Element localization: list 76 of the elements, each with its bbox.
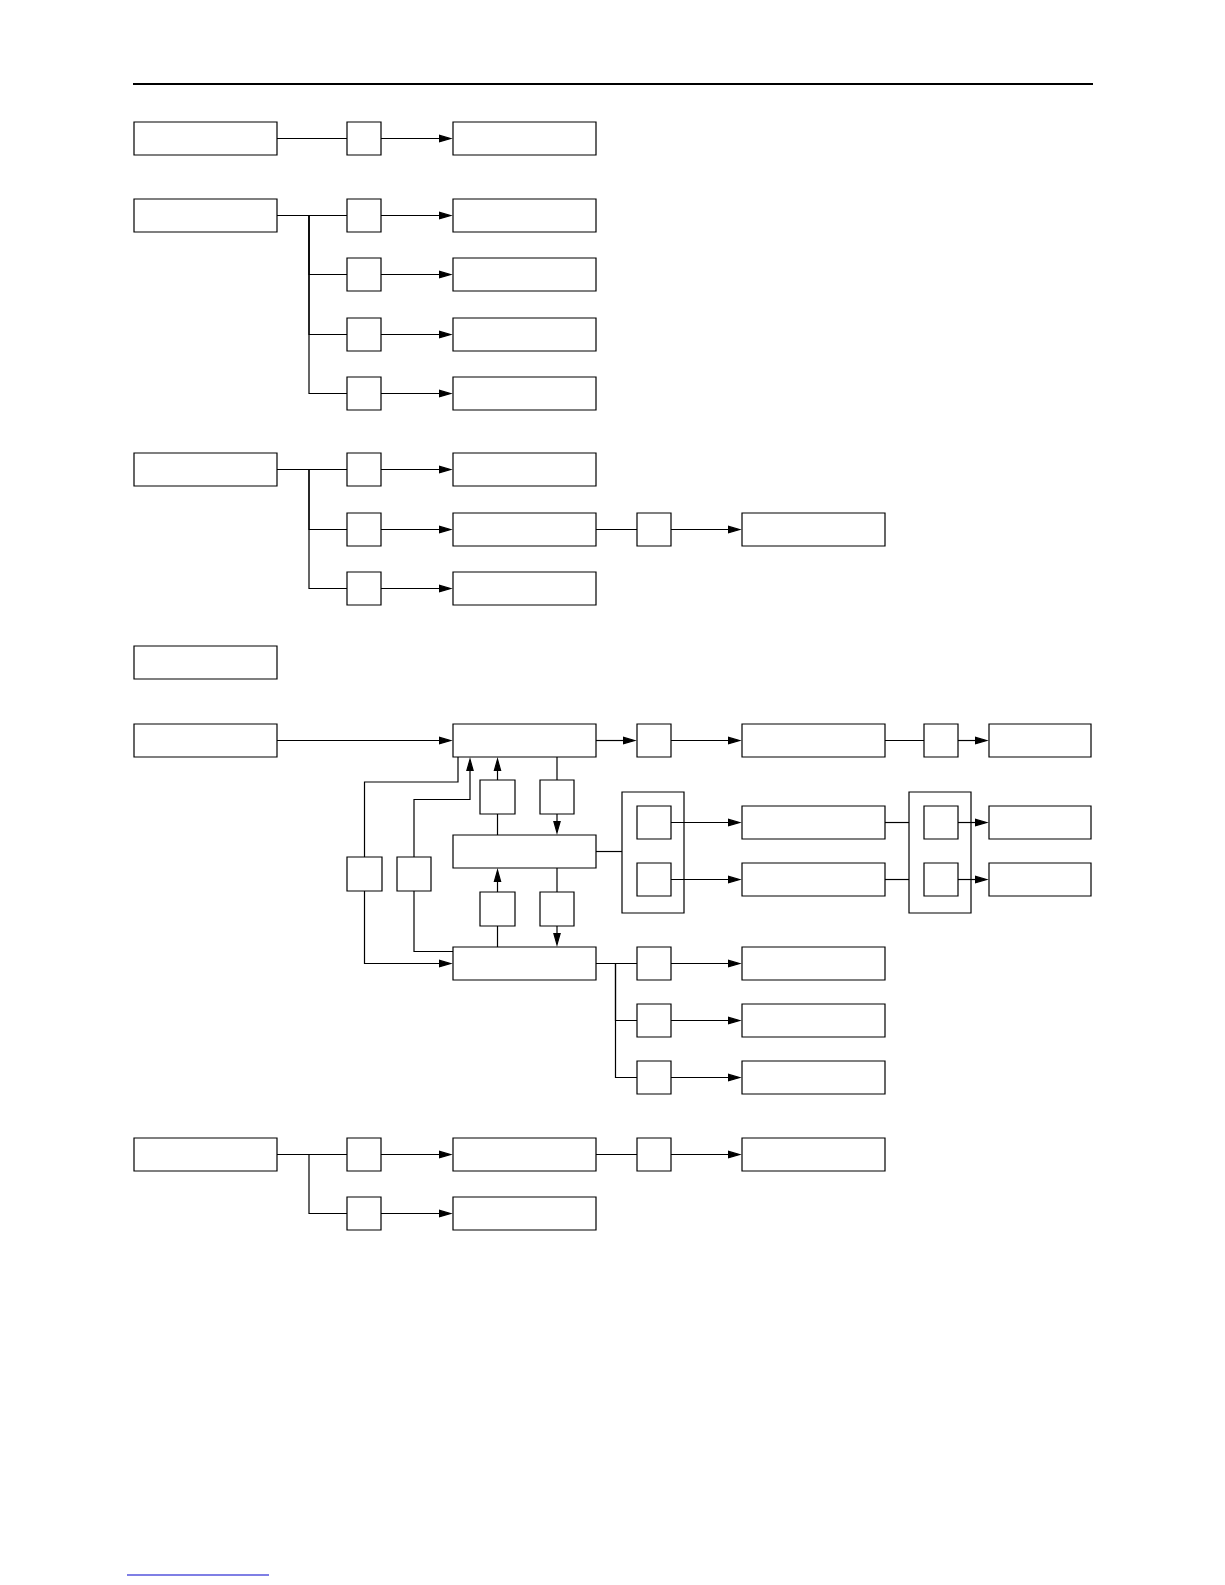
square-box (346, 317, 382, 352)
square-box (346, 198, 382, 233)
process-box (452, 1196, 597, 1231)
process-box (133, 121, 278, 156)
process-box (452, 198, 597, 233)
square-box (636, 1060, 672, 1095)
connector-line (595, 850, 623, 853)
square-box (346, 452, 382, 487)
connector-line (276, 1153, 348, 1215)
process-box (452, 317, 597, 352)
process-box (452, 376, 597, 411)
square-box (923, 723, 959, 758)
square-box (346, 121, 382, 156)
connector-line (884, 739, 925, 742)
square-box (636, 512, 672, 547)
square-box (636, 946, 672, 981)
square-box (346, 376, 382, 411)
connector-line (556, 867, 558, 893)
connector-line (413, 890, 454, 953)
process-box (133, 198, 278, 233)
process-box (452, 946, 597, 981)
square-box (346, 257, 382, 292)
square-box (346, 512, 382, 547)
square-box (636, 862, 672, 897)
process-box (452, 571, 597, 606)
process-box (988, 862, 1092, 897)
square-box (479, 779, 516, 815)
square-box (636, 1137, 672, 1172)
connector-line (595, 962, 638, 1079)
connector-line (276, 214, 348, 395)
connector-line (276, 468, 348, 590)
process-box (452, 452, 597, 487)
process-box (133, 645, 278, 680)
process-box (741, 1003, 886, 1038)
connector-line (496, 925, 499, 948)
process-box (741, 805, 886, 840)
process-box (452, 723, 597, 758)
process-box (133, 452, 278, 487)
square-box (346, 1196, 382, 1231)
process-box (452, 257, 597, 292)
square-box (346, 1137, 382, 1172)
group-frame (908, 791, 972, 914)
connector-line (595, 528, 638, 531)
group-frame (621, 791, 685, 914)
connector-line (884, 878, 910, 881)
square-box (923, 805, 959, 840)
process-box (452, 834, 597, 869)
square-box (346, 571, 382, 606)
process-box (741, 723, 886, 758)
square-box (539, 779, 575, 815)
process-box (988, 723, 1092, 758)
process-box (452, 1137, 597, 1172)
connector-line (556, 756, 558, 781)
process-box (988, 805, 1092, 840)
process-box (741, 512, 886, 547)
square-box (479, 891, 516, 927)
process-box (741, 1137, 886, 1172)
process-box (741, 1060, 886, 1095)
process-box (452, 121, 597, 156)
square-box (636, 1003, 672, 1038)
connector-line (363, 756, 459, 858)
connector-line (496, 813, 499, 836)
process-box (741, 862, 886, 897)
square-box (346, 856, 383, 892)
connector-line (276, 137, 348, 140)
connector-line (884, 821, 910, 824)
square-box (539, 891, 575, 927)
process-box (452, 512, 597, 547)
square-box (396, 856, 432, 892)
square-box (636, 805, 672, 840)
process-box (133, 1137, 278, 1172)
connector-line (595, 1153, 638, 1156)
process-box (741, 946, 886, 981)
square-box (923, 862, 959, 897)
square-box (636, 723, 672, 758)
process-box (133, 723, 278, 758)
